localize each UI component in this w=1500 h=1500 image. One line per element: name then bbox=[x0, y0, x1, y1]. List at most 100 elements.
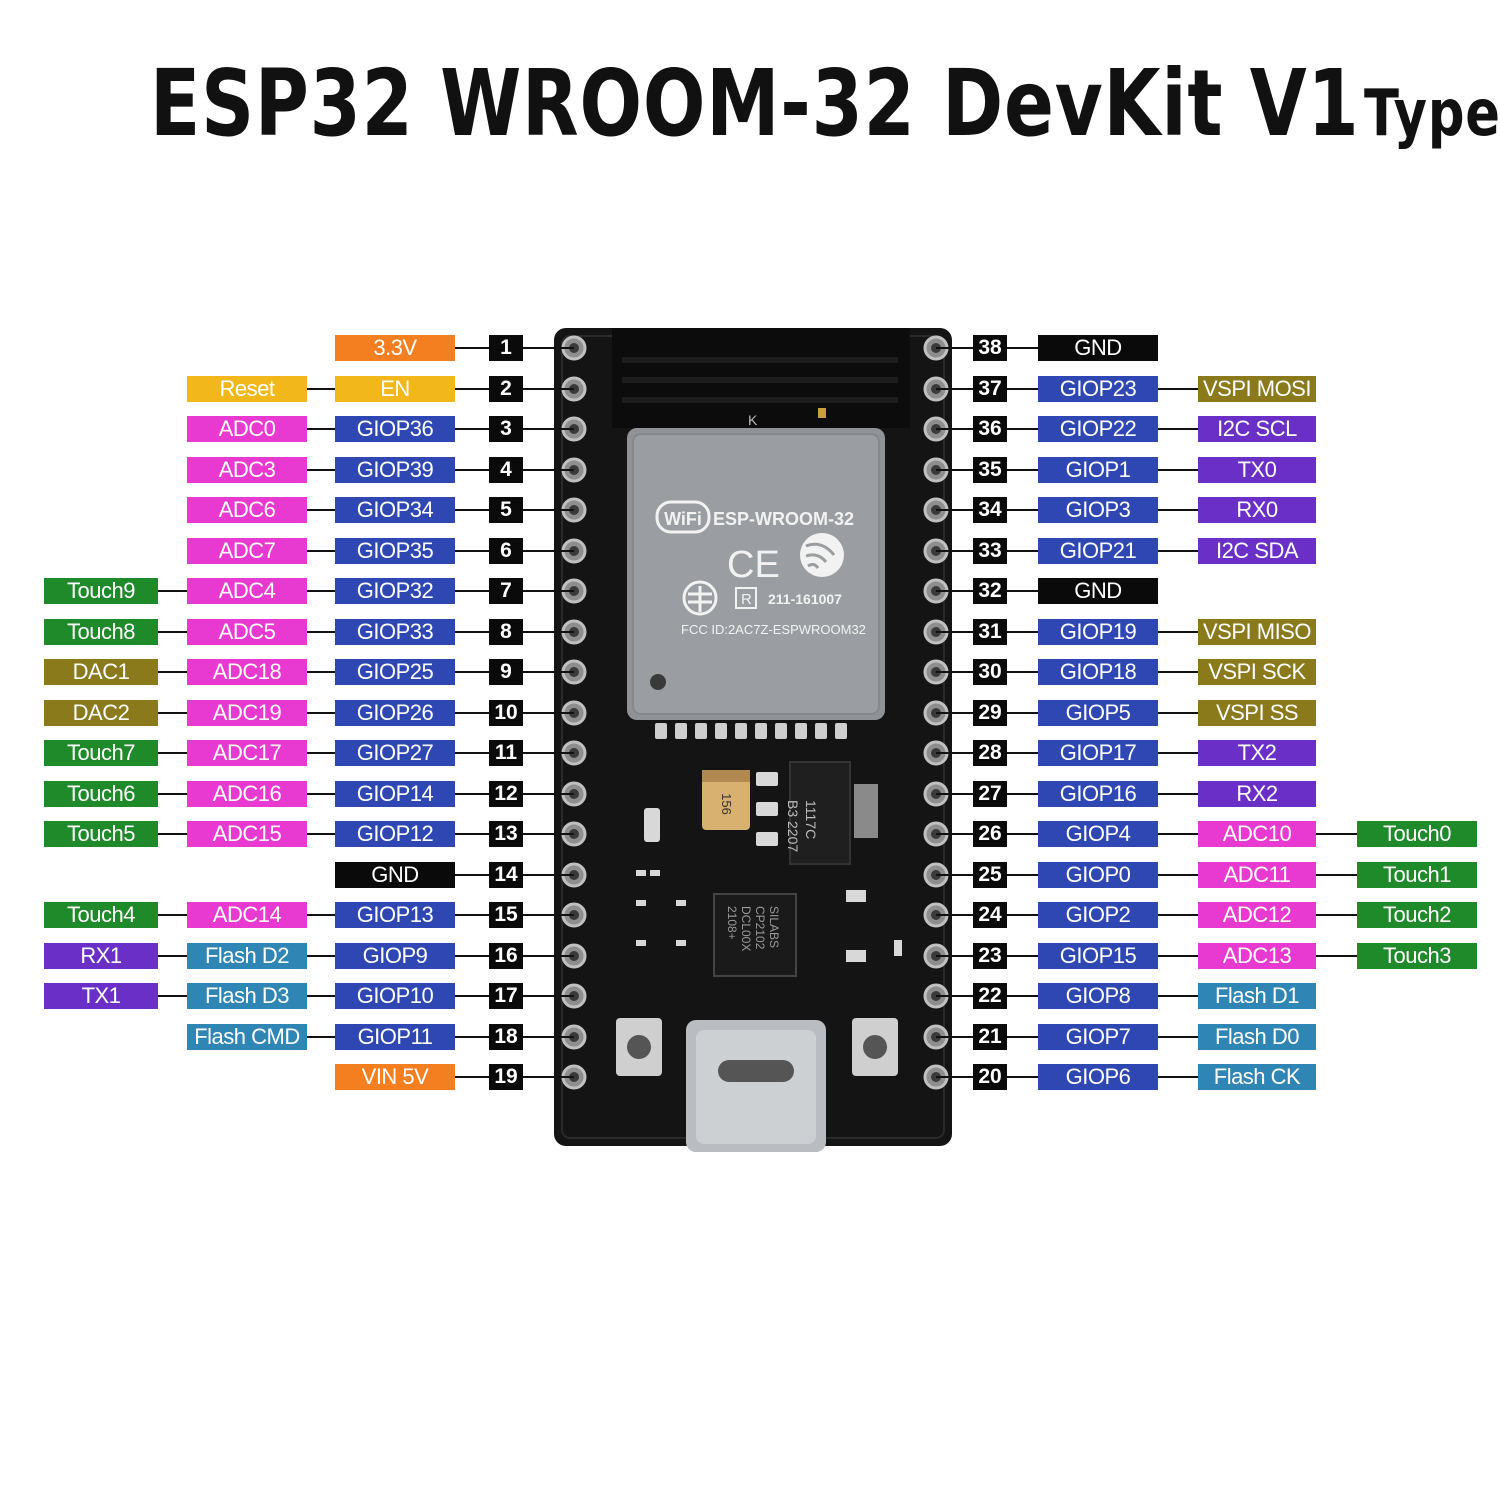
connector-line bbox=[523, 509, 574, 511]
pin-number-38: 38 bbox=[973, 335, 1007, 361]
telec-mark-icon bbox=[682, 580, 718, 616]
pin-number-17: 17 bbox=[489, 983, 523, 1009]
espressif-logo-icon bbox=[800, 533, 844, 577]
connector-line bbox=[523, 428, 574, 430]
smd-components bbox=[636, 772, 902, 962]
connector-line bbox=[158, 712, 187, 714]
pin-label-1: 3.3V bbox=[335, 335, 455, 361]
pin-label-7: GIOP32 bbox=[335, 578, 455, 604]
connector-line bbox=[523, 469, 574, 471]
pin-number-5: 5 bbox=[489, 497, 523, 523]
pin-number-19: 19 bbox=[489, 1064, 523, 1090]
connector-line bbox=[1007, 955, 1038, 957]
connector-line bbox=[1158, 955, 1198, 957]
connector-line bbox=[523, 914, 574, 916]
title-sub: Type-C bbox=[1363, 77, 1500, 151]
pin-number-13: 13 bbox=[489, 821, 523, 847]
pin-function-28: TX2 bbox=[1198, 740, 1316, 766]
pin-function-alt-7: Touch9 bbox=[44, 578, 158, 604]
pin-function-23: ADC13 bbox=[1198, 943, 1316, 969]
header-pad-13 bbox=[561, 821, 587, 847]
connector-line bbox=[936, 955, 973, 957]
header-pad-1 bbox=[561, 335, 587, 361]
pin-number-18: 18 bbox=[489, 1024, 523, 1050]
pin-label-16: GIOP9 bbox=[335, 943, 455, 969]
pin-function-17: Flash D3 bbox=[187, 983, 307, 1009]
connector-line bbox=[523, 1076, 574, 1078]
connector-line bbox=[1007, 631, 1038, 633]
connector-line bbox=[455, 671, 489, 673]
pin-number-15: 15 bbox=[489, 902, 523, 928]
connector-line bbox=[307, 914, 335, 916]
connector-line bbox=[1007, 1036, 1038, 1038]
connector-line bbox=[307, 712, 335, 714]
connector-line bbox=[307, 509, 335, 511]
connector-line bbox=[158, 631, 187, 633]
tantalum-capacitor: 156 bbox=[702, 770, 750, 830]
pin-number-14: 14 bbox=[489, 862, 523, 888]
pin-function-26: ADC10 bbox=[1198, 821, 1316, 847]
connector-line bbox=[1007, 833, 1038, 835]
svg-text:R: R bbox=[741, 591, 752, 608]
pin-label-32: GND bbox=[1038, 578, 1158, 604]
pin-label-13: GIOP12 bbox=[335, 821, 455, 847]
connector-line bbox=[1316, 833, 1357, 835]
connector-line bbox=[936, 469, 973, 471]
connector-line bbox=[158, 914, 187, 916]
connector-line bbox=[307, 752, 335, 754]
pin-label-33: GIOP21 bbox=[1038, 538, 1158, 564]
svg-text:156: 156 bbox=[719, 793, 734, 815]
pin-function-16: Flash D2 bbox=[187, 943, 307, 969]
pin-number-29: 29 bbox=[973, 700, 1007, 726]
connector-line bbox=[1007, 1076, 1038, 1078]
pin-label-37: GIOP23 bbox=[1038, 376, 1158, 402]
connector-line bbox=[1007, 995, 1038, 997]
pin-function-24: ADC12 bbox=[1198, 902, 1316, 928]
pin-label-14: GND bbox=[335, 862, 455, 888]
pin-label-23: GIOP15 bbox=[1038, 943, 1158, 969]
pin-number-27: 27 bbox=[973, 781, 1007, 807]
connector-line bbox=[158, 833, 187, 835]
connector-line bbox=[523, 955, 574, 957]
pin-number-4: 4 bbox=[489, 457, 523, 483]
pin-label-9: GIOP25 bbox=[335, 659, 455, 685]
pin-number-2: 2 bbox=[489, 376, 523, 402]
pin-function-13: ADC15 bbox=[187, 821, 307, 847]
pin-function-10: ADC19 bbox=[187, 700, 307, 726]
usb-c-connector-icon bbox=[686, 1020, 826, 1152]
pin-number-33: 33 bbox=[973, 538, 1007, 564]
connector-line bbox=[307, 428, 335, 430]
pin-number-20: 20 bbox=[973, 1064, 1007, 1090]
pin-label-38: GND bbox=[1038, 335, 1158, 361]
pin-function-21: Flash D0 bbox=[1198, 1024, 1316, 1050]
connector-line bbox=[936, 428, 973, 430]
connector-line bbox=[455, 388, 489, 390]
header-pad-18 bbox=[561, 1024, 587, 1050]
pin-function-alt-11: Touch7 bbox=[44, 740, 158, 766]
cert-number: 211-161007 bbox=[768, 591, 842, 607]
pin-label-19: VIN 5V bbox=[335, 1064, 455, 1090]
pin-function-22: Flash D1 bbox=[1198, 983, 1316, 1009]
pin-number-24: 24 bbox=[973, 902, 1007, 928]
connector-line bbox=[455, 914, 489, 916]
pin-function-7: ADC4 bbox=[187, 578, 307, 604]
header-pad-6 bbox=[561, 538, 587, 564]
pin-label-6: GIOP35 bbox=[335, 538, 455, 564]
ce-mark: CE bbox=[727, 544, 780, 586]
svg-text:B3 2207: B3 2207 bbox=[785, 800, 801, 852]
pin-function-35: TX0 bbox=[1198, 457, 1316, 483]
pin-label-25: GIOP0 bbox=[1038, 862, 1158, 888]
pin-function-4: ADC3 bbox=[187, 457, 307, 483]
connector-line bbox=[307, 550, 335, 552]
connector-line bbox=[455, 347, 489, 349]
pin-number-30: 30 bbox=[973, 659, 1007, 685]
pin-function-alt-10: DAC2 bbox=[44, 700, 158, 726]
usb-uart-chip: SILABS CP2102 DCL00X 2108+ bbox=[713, 893, 797, 977]
connector-line bbox=[158, 793, 187, 795]
pin-function-9: ADC18 bbox=[187, 659, 307, 685]
connector-line bbox=[455, 874, 489, 876]
pin-label-34: GIOP3 bbox=[1038, 497, 1158, 523]
module-name: ESP-WROOM-32 bbox=[713, 509, 854, 529]
connector-line bbox=[307, 1036, 335, 1038]
pin-function-alt-13: Touch5 bbox=[44, 821, 158, 847]
